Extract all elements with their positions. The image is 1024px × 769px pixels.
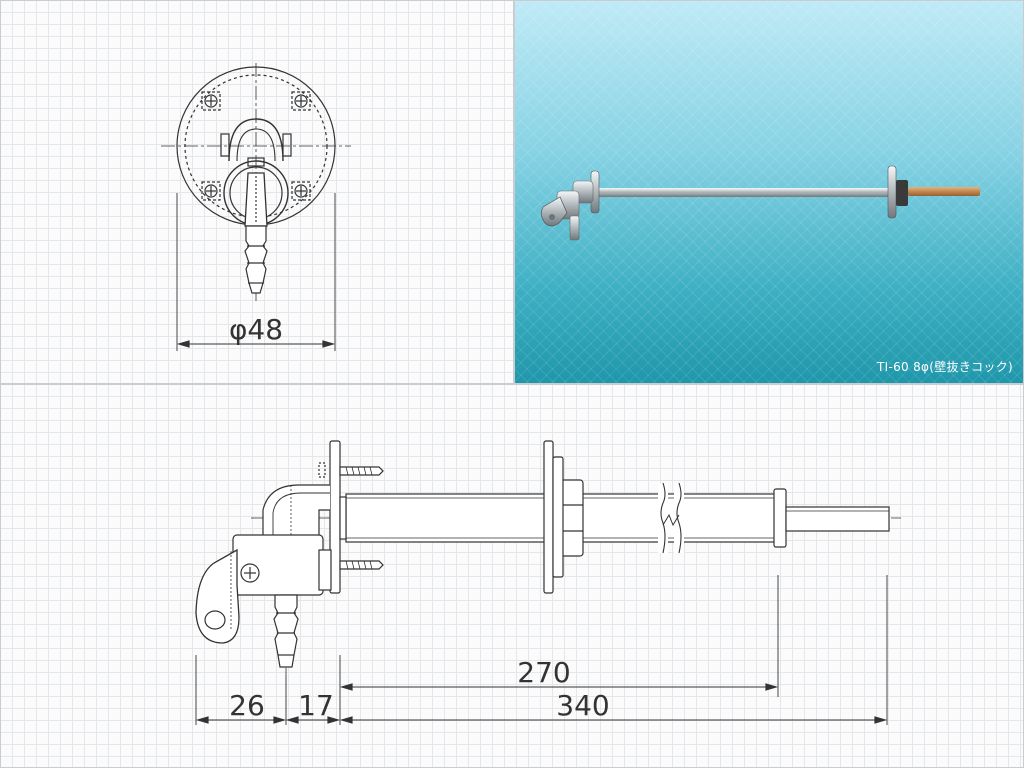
side-flange-right: [543, 440, 554, 594]
photo-caption: TI-60 8φ(壁抜きコック): [877, 360, 1013, 374]
product-photo-panel: TI-60 8φ(壁抜きコック): [514, 0, 1024, 384]
dim-diameter-label: φ48: [229, 313, 283, 346]
dim-17-label: 17: [298, 689, 334, 722]
valve-handle: [244, 172, 268, 227]
screw-hole-tr: [291, 91, 311, 111]
pipe-break-mark: [658, 483, 684, 553]
screw-top: [318, 462, 384, 478]
valve-body-top: [228, 118, 284, 162]
screw-hole-br: [291, 181, 311, 201]
side-hose-nozzle: [273, 594, 299, 668]
side-brass-tail: [785, 506, 890, 532]
photo-pipe: [595, 188, 895, 197]
side-view-drawing: 270 26 17 340: [195, 440, 901, 725]
front-view-panel: φ48: [0, 0, 514, 384]
photo-brass-tail: [908, 187, 980, 196]
product-photo: [541, 165, 980, 241]
photo-flange-right: [887, 165, 897, 219]
dim-270-label: 270: [517, 656, 570, 689]
side-view-panel: 270 26 17 340: [0, 384, 1024, 768]
hose-nozzle: [244, 225, 268, 294]
screw-hole-bl: [201, 181, 221, 201]
front-view-drawing: φ48: [161, 63, 351, 351]
dim-340-label: 340: [556, 689, 609, 722]
screw-hole-tl: [201, 91, 221, 111]
dim-26-label: 26: [229, 689, 265, 722]
photo-valve-handle: [541, 196, 568, 227]
